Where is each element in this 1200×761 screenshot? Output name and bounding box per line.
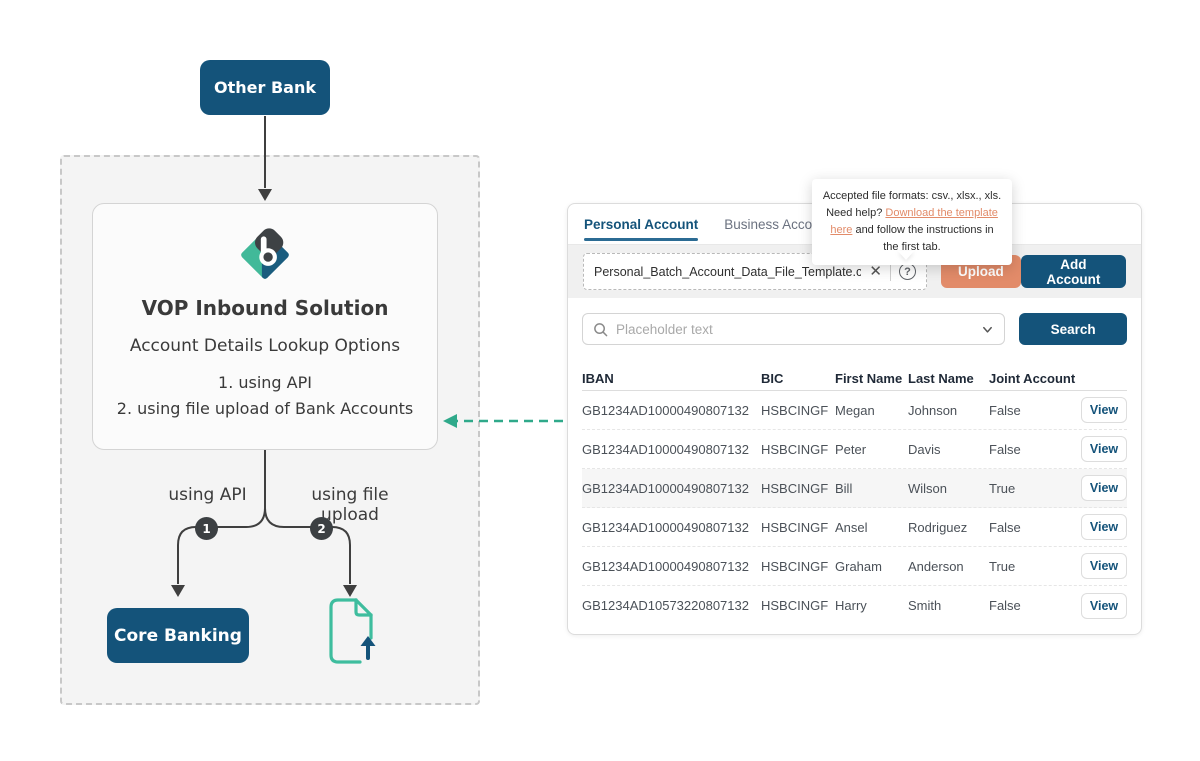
other-bank-node: Other Bank: [200, 60, 330, 115]
table-row: GB1234AD10000490807132 HSBCINGF Bill Wil…: [582, 469, 1127, 508]
cell-bic: HSBCINGF: [761, 441, 829, 457]
cell-bic: HSBCINGF: [761, 558, 829, 574]
cell-last-name: Davis: [908, 441, 941, 457]
cell-first-name: Ansel: [835, 519, 868, 535]
col-header-first-name: First Name: [835, 371, 903, 386]
cell-last-name: Smith: [908, 598, 942, 613]
cell-joint-account: False: [989, 598, 1021, 613]
file-upload-icon: [324, 596, 378, 671]
col-header-iban: IBAN: [582, 371, 614, 386]
cell-joint-account: True: [989, 480, 1016, 496]
search-input[interactable]: [616, 321, 974, 337]
cell-joint-account: False: [989, 402, 1021, 418]
tab-personal-account[interactable]: Personal Account: [584, 204, 699, 244]
cell-bic: HSBCINGF: [761, 402, 829, 418]
view-button[interactable]: View: [1081, 553, 1127, 579]
tab-business-account[interactable]: Business Account: [724, 216, 831, 232]
step-badge-1: 1: [195, 517, 218, 540]
cell-iban: GB1234AD10000490807132: [582, 441, 749, 457]
search-icon: [594, 322, 608, 336]
col-header-last-name: Last Name: [908, 371, 974, 386]
cell-last-name: Johnson: [908, 402, 958, 418]
cell-first-name: Peter: [835, 441, 867, 457]
view-button[interactable]: View: [1081, 514, 1127, 540]
cell-bic: HSBCINGF: [761, 519, 829, 535]
cell-first-name: Megan: [835, 402, 875, 418]
view-button[interactable]: View: [1081, 475, 1127, 501]
view-button[interactable]: View: [1081, 592, 1127, 619]
solution-option-file-upload: 2. using file upload of Bank Accounts: [116, 399, 414, 419]
cell-last-name: Wilson: [908, 480, 948, 496]
table-row: GB1234AD10000490807132 HSBCINGF Peter Da…: [582, 430, 1127, 469]
cell-iban: GB1234AD10000490807132: [582, 402, 749, 418]
add-account-button[interactable]: Add Account: [1020, 255, 1126, 288]
table-row: GB1234AD10573220807132 HSBCINGF Harry Sm…: [582, 586, 1127, 625]
cell-bic: HSBCINGF: [761, 480, 829, 496]
selected-file-name: Personal_Batch_Account_Data_File_Templat…: [594, 264, 862, 279]
upload-help-tooltip: Accepted file formats: csv., xlsx., xls.…: [812, 179, 1012, 266]
cell-bic: HSBCINGF: [761, 598, 829, 613]
step-badge-2: 2: [310, 517, 333, 540]
cell-joint-account: True: [989, 558, 1016, 574]
cell-last-name: Rodriguez: [908, 519, 968, 535]
branch-label-using-file-upload: using file upload: [311, 485, 389, 525]
remove-file-icon[interactable]: ✕: [869, 263, 882, 280]
cell-iban: GB1234AD10000490807132: [582, 519, 749, 535]
tab-bar: Personal Account Business Account: [568, 204, 1141, 245]
tooltip-caret: [898, 251, 914, 260]
solution-subtitle: Account Details Lookup Options: [129, 336, 401, 356]
help-icon[interactable]: ?: [899, 263, 916, 280]
table-row: GB1234AD10000490807132 HSBCINGF Megan Jo…: [582, 391, 1127, 430]
accounts-table: IBAN BIC First Name Last Name Joint Acco…: [568, 367, 1141, 625]
core-banking-label: Core Banking: [114, 625, 242, 646]
cell-iban: GB1234AD10000490807132: [582, 480, 749, 496]
chip-divider: [890, 262, 891, 281]
core-banking-node: Core Banking: [107, 608, 249, 663]
other-bank-label: Other Bank: [214, 78, 316, 97]
tooltip-text-after: and follow the instructions in the first…: [852, 224, 994, 254]
cell-last-name: Anderson: [908, 558, 964, 574]
tooltip-text-before: Accepted file formats: csv., xlsx., xls.…: [822, 190, 1002, 220]
branch-label-using-api: using API: [168, 485, 247, 505]
cell-first-name: Harry: [835, 598, 867, 613]
cell-first-name: Graham: [835, 558, 882, 574]
cell-joint-account: False: [989, 519, 1021, 535]
download-template-link[interactable]: Download the template here: [830, 207, 998, 237]
cell-iban: GB1234AD10573220807132: [582, 598, 749, 613]
table-row: GB1234AD10000490807132 HSBCINGF Ansel Ro…: [582, 508, 1127, 547]
vop-solution-card: VOP Inbound Solution Account Details Loo…: [92, 203, 438, 450]
cell-joint-account: False: [989, 441, 1021, 457]
col-header-bic: BIC: [761, 371, 784, 386]
table-header-row: IBAN BIC First Name Last Name Joint Acco…: [582, 367, 1127, 391]
search-box[interactable]: [582, 313, 1006, 345]
chevron-down-icon[interactable]: [981, 323, 994, 336]
solution-option-api: 1. using API: [218, 373, 312, 392]
cell-iban: GB1234AD10000490807132: [582, 558, 749, 574]
solution-title: VOP Inbound Solution: [141, 296, 389, 320]
view-button[interactable]: View: [1081, 397, 1127, 423]
table-row: GB1234AD10000490807132 HSBCINGF Graham A…: [582, 547, 1127, 586]
search-row: Search: [568, 313, 1141, 345]
view-button[interactable]: View: [1081, 436, 1127, 462]
col-header-joint-account: Joint Account: [989, 371, 1076, 386]
account-panel: Personal Account Business Account Person…: [567, 203, 1142, 635]
search-button[interactable]: Search: [1019, 313, 1127, 345]
vop-logo-icon: [241, 228, 289, 279]
cell-first-name: Bill: [835, 480, 853, 496]
